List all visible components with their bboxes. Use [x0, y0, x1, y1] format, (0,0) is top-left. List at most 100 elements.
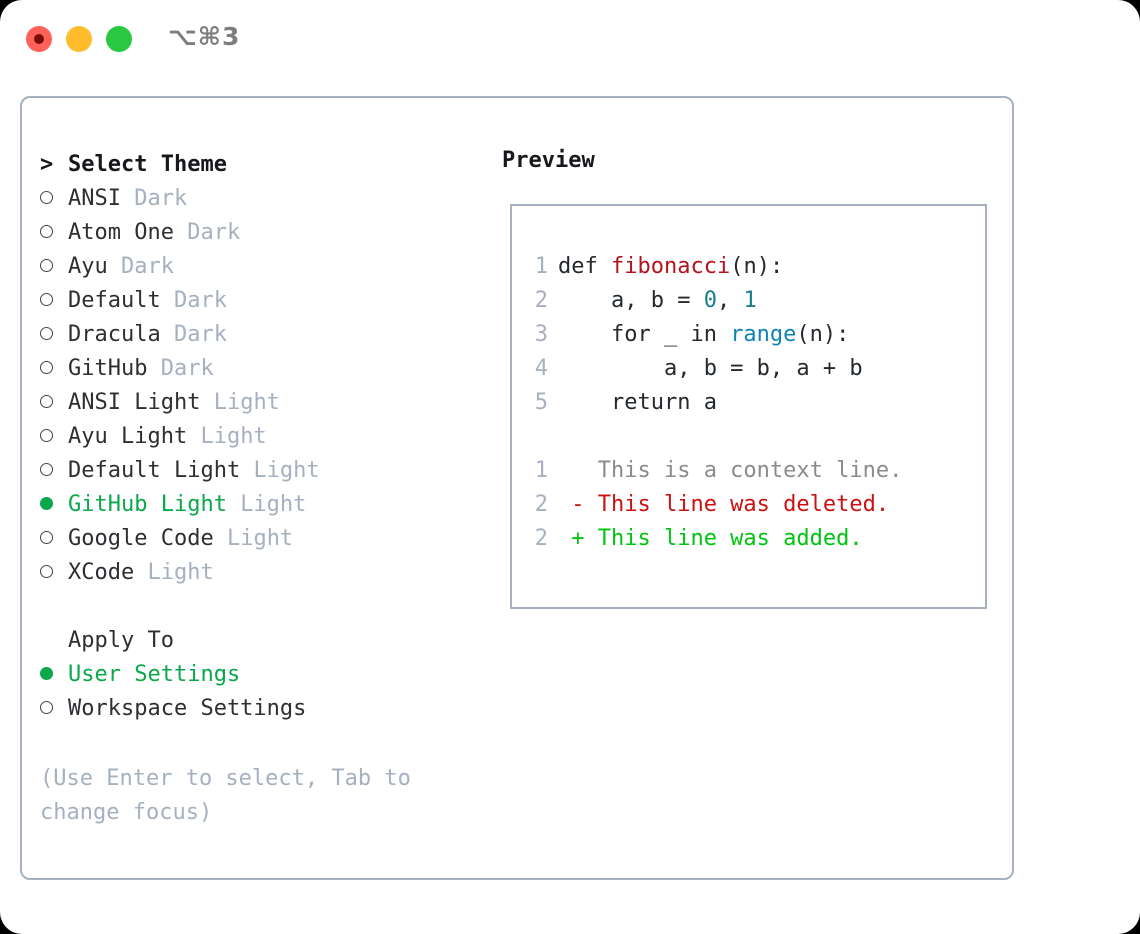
code-token: (n):: [796, 322, 850, 347]
theme-name-label: Ayu: [68, 254, 121, 279]
code-token: 1: [743, 288, 757, 313]
radio-unselected-icon: [40, 692, 68, 726]
theme-name-label: Ayu Light: [68, 424, 201, 449]
line-number: 3: [534, 322, 548, 347]
theme-list-item[interactable]: GitHub Light Light: [40, 488, 480, 522]
code-token: a, b =: [558, 288, 704, 313]
theme-list-item[interactable]: XCode Light: [40, 556, 480, 590]
theme-list-item[interactable]: ANSI Light Light: [40, 386, 480, 420]
radio-unselected-icon: [40, 556, 68, 590]
radio-unselected-icon: [40, 522, 68, 556]
theme-variant-tag: Light: [253, 458, 320, 483]
radio-dot: [40, 293, 53, 306]
title-bar: ⌥⌘3: [0, 0, 1140, 78]
theme-variant-tag: Light: [213, 390, 280, 415]
code-token: a, b = b, a + b: [558, 356, 863, 381]
radio-dot: [40, 361, 53, 374]
theme-variant-tag: Dark: [160, 356, 214, 381]
theme-variant-tag: Light: [226, 526, 294, 551]
code-token: ,: [716, 288, 744, 313]
code-line: 4 a, b = b, a + b: [526, 352, 902, 386]
radio-dot: [40, 463, 53, 476]
theme-variant-tag: Dark: [187, 220, 241, 245]
apply-to-label: User Settings: [68, 662, 241, 687]
apply-to-header: Apply To: [68, 628, 174, 653]
line-number: 4: [534, 356, 548, 381]
radio-dot: [40, 395, 53, 408]
select-theme-header-label: Select Theme: [68, 152, 227, 177]
theme-variant-tag: Dark: [173, 288, 227, 313]
diff-text: - This line was deleted.: [558, 492, 890, 517]
theme-variant-tag: Light: [240, 492, 307, 517]
radio-unselected-icon: [40, 352, 68, 386]
theme-name-label: ANSI Light: [68, 390, 214, 415]
theme-variant-tag: Dark: [134, 186, 188, 211]
theme-list-item[interactable]: Default Light Light: [40, 454, 480, 488]
radio-selected-icon: [40, 488, 68, 522]
radio-unselected-icon: [40, 250, 68, 284]
theme-list-item[interactable]: Ayu Dark: [40, 250, 480, 284]
code-token: range: [730, 322, 797, 347]
theme-variant-tag: Dark: [120, 254, 174, 279]
radio-dot: [40, 497, 53, 510]
preview-gap: [526, 420, 902, 454]
radio-unselected-icon: [40, 420, 68, 454]
theme-list-item[interactable]: Dracula Dark: [40, 318, 480, 352]
radio-dot: [40, 531, 53, 544]
code-token: fibonacci: [610, 254, 731, 279]
theme-list-item[interactable]: Atom One Dark: [40, 216, 480, 250]
theme-name-label: ANSI: [68, 186, 135, 211]
keyboard-hint: (Use Enter to select, Tab to change focu…: [40, 766, 411, 825]
apply-to-item[interactable]: User Settings: [40, 658, 480, 692]
code-line: 5 return a: [526, 386, 902, 420]
theme-name-label: Google Code: [68, 526, 227, 551]
window-title-shortcut: ⌥⌘3: [168, 22, 241, 51]
code-token: (n):: [730, 254, 784, 279]
radio-unselected-icon: [40, 386, 68, 420]
theme-name-label: GitHub Light: [68, 492, 241, 517]
radio-dot: [40, 701, 53, 714]
theme-name-label: Default: [68, 288, 174, 313]
code-token: for _ in: [558, 322, 731, 347]
theme-name-label: GitHub: [68, 356, 161, 381]
line-number: 5: [534, 390, 548, 415]
diff-text: + This line was added.: [558, 526, 863, 551]
radio-unselected-icon: [40, 284, 68, 318]
code-line: 2 a, b = 0, 1: [526, 284, 902, 318]
prompt-caret-icon: >: [40, 152, 54, 177]
diff-text: This is a context line.: [558, 458, 903, 483]
theme-list-item[interactable]: Ayu Light Light: [40, 420, 480, 454]
maximize-window-button[interactable]: [106, 26, 132, 52]
code-token: def: [558, 254, 611, 279]
theme-name-label: Default Light: [68, 458, 254, 483]
minimize-window-button[interactable]: [66, 26, 92, 52]
line-number: 2: [534, 526, 548, 551]
line-number: 2: [534, 288, 548, 313]
radio-dot: [40, 667, 53, 680]
theme-list-item[interactable]: ANSI Dark: [40, 182, 480, 216]
theme-variant-tag: Light: [147, 560, 214, 585]
recording-indicator-icon: [34, 34, 44, 44]
list-gap: [40, 590, 480, 624]
radio-dot: [40, 327, 53, 340]
theme-list-item[interactable]: Default Dark: [40, 284, 480, 318]
radio-unselected-icon: [40, 182, 68, 216]
radio-dot: [40, 259, 53, 272]
theme-list-item[interactable]: Google Code Light: [40, 522, 480, 556]
theme-name-label: Dracula: [68, 322, 174, 347]
preview-header: Preview: [502, 148, 595, 173]
apply-to-item[interactable]: Workspace Settings: [40, 692, 480, 726]
select-theme-header: > Select Theme: [40, 148, 480, 182]
radio-dot: [40, 225, 53, 238]
theme-list-item[interactable]: GitHub Dark: [40, 352, 480, 386]
diff-line: 2 - This line was deleted.: [526, 488, 902, 522]
radio-dot: [40, 565, 53, 578]
radio-selected-icon: [40, 658, 68, 692]
